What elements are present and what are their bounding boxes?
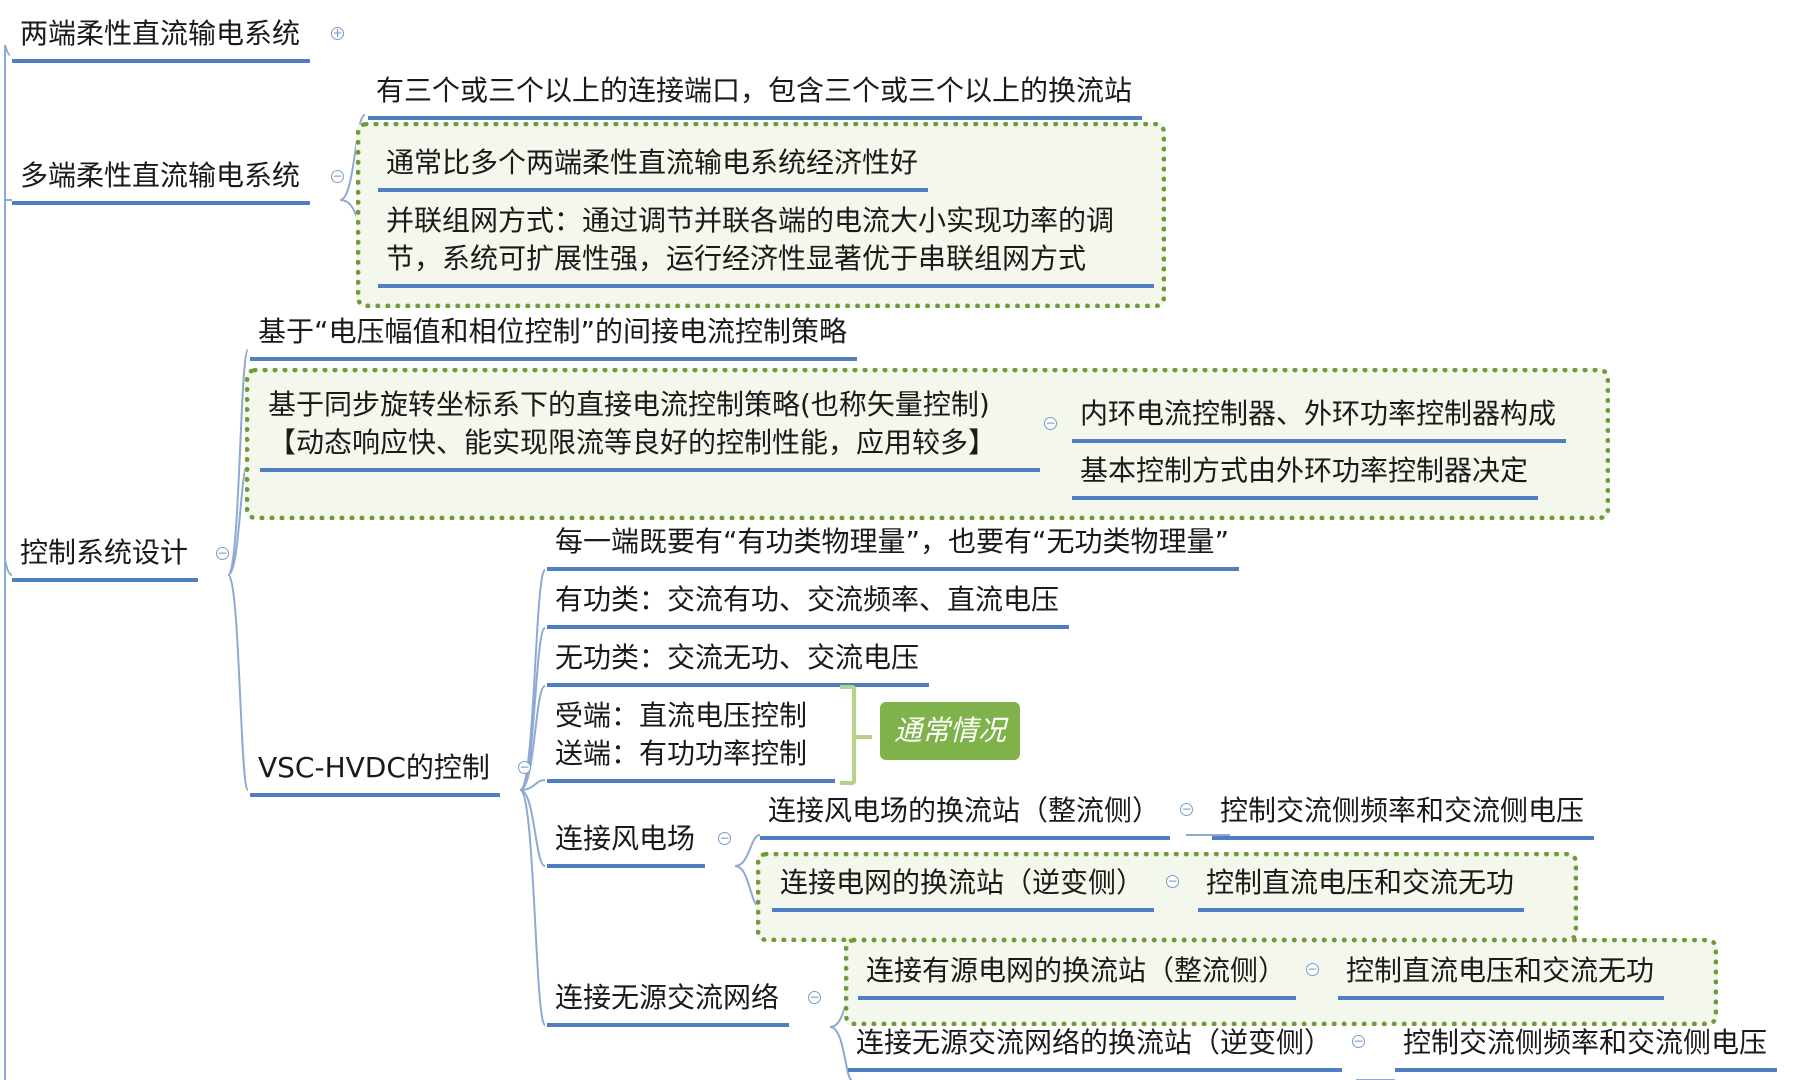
node-wind-rectifier-control[interactable]: 控制交流侧频率和交流侧电压 [1212,792,1595,840]
node-active-quantities[interactable]: 有功类：交流有功、交流频率、直流电压 [547,581,1070,629]
usual-case-tag[interactable]: 通常情况 [880,702,1021,760]
node-control-design[interactable]: 控制系统设计 [12,534,199,582]
node-active-grid-control[interactable]: 控制直流电压和交流无功 [1338,952,1665,1000]
group-direct-control [245,368,1610,520]
node-wind-farm[interactable]: 连接风电场 [547,820,706,868]
sending-end-line: 送端：有功功率控制 [555,737,808,770]
node-parallel-mode[interactable]: 并联组网方式：通过调节并联各端的电流大小实现功率的调 节，系统可扩展性强，运行经… [378,202,1154,288]
node-grid-inverter-control[interactable]: 控制直流电压和交流无功 [1198,864,1525,912]
node-passive-inverter-control[interactable]: 控制交流侧频率和交流侧电压 [1395,1024,1778,1072]
node-multi-definition[interactable]: 有三个或三个以上的连接端口，包含三个或三个以上的换流站 [368,72,1143,120]
collapse-icon[interactable]: − [1306,962,1319,976]
node-grid-inverter[interactable]: 连接电网的换流站（逆变侧） [772,864,1155,912]
collapse-icon[interactable]: − [331,169,344,183]
parallel-mode-line-2: 节，系统可扩展性强，运行经济性显著优于串联组网方式 [386,242,1087,275]
node-inner-loop[interactable]: 内环电流控制器、外环功率控制器构成 [1072,395,1567,443]
node-vsc-hvdc[interactable]: VSC-HVDC的控制 [250,749,500,797]
node-passive-network[interactable]: 连接无源交流网络 [547,979,790,1027]
node-end-control[interactable]: 受端：直流电压控制 送端：有功功率控制 [547,697,835,783]
collapse-icon[interactable]: − [1180,802,1193,816]
summary-bracket [840,685,872,785]
collapse-icon[interactable]: − [718,831,731,845]
direct-control-line-2: 【动态响应快、能实现限流等良好的控制性能，应用较多】 [268,426,997,459]
node-passive-inverter[interactable]: 连接无源交流网络的换流站（逆变侧） [848,1024,1343,1072]
node-indirect-control[interactable]: 基于“电压幅值和相位控制”的间接电流控制策略 [250,313,858,361]
node-multi-terminal[interactable]: 多端柔性直流输电系统 [12,157,311,205]
node-each-end[interactable]: 每一端既要有“有功类物理量”，也要有“无功类物理量” [547,523,1240,571]
group-multi-detail [356,122,1166,308]
direct-control-line-1: 基于同步旋转坐标系下的直接电流控制策略(也称矢量控制) [268,388,990,421]
node-active-grid-rectifier[interactable]: 连接有源电网的换流站（整流侧） [858,952,1297,1000]
collapse-icon[interactable]: − [216,546,229,560]
collapse-icon[interactable]: − [1166,874,1179,888]
node-two-terminal[interactable]: 两端柔性直流输电系统 [12,15,311,63]
node-multi-economy[interactable]: 通常比多个两端柔性直流输电系统经济性好 [378,144,929,192]
expand-icon[interactable]: + [331,26,344,40]
node-basic-mode[interactable]: 基本控制方式由外环功率控制器决定 [1072,452,1539,500]
node-wind-rectifier[interactable]: 连接风电场的换流站（整流侧） [760,792,1171,840]
connector-vsc [519,569,546,1026]
receiving-end-line: 受端：直流电压控制 [555,699,808,732]
group-active-grid [844,938,1718,1026]
group-grid-inverter [756,852,1578,942]
connector-root [3,44,13,1080]
node-reactive-quantities[interactable]: 无功类：交流无功、交流电压 [547,639,930,687]
collapse-icon[interactable]: − [808,990,821,1004]
collapse-icon[interactable]: − [1352,1034,1365,1048]
parallel-mode-line-1: 并联组网方式：通过调节并联各端的电流大小实现功率的调 [386,204,1115,237]
node-direct-control[interactable]: 基于同步旋转坐标系下的直接电流控制策略(也称矢量控制) 【动态响应快、能实现限流… [260,386,1040,472]
collapse-icon[interactable]: − [1044,416,1057,430]
collapse-icon[interactable]: − [518,760,531,774]
